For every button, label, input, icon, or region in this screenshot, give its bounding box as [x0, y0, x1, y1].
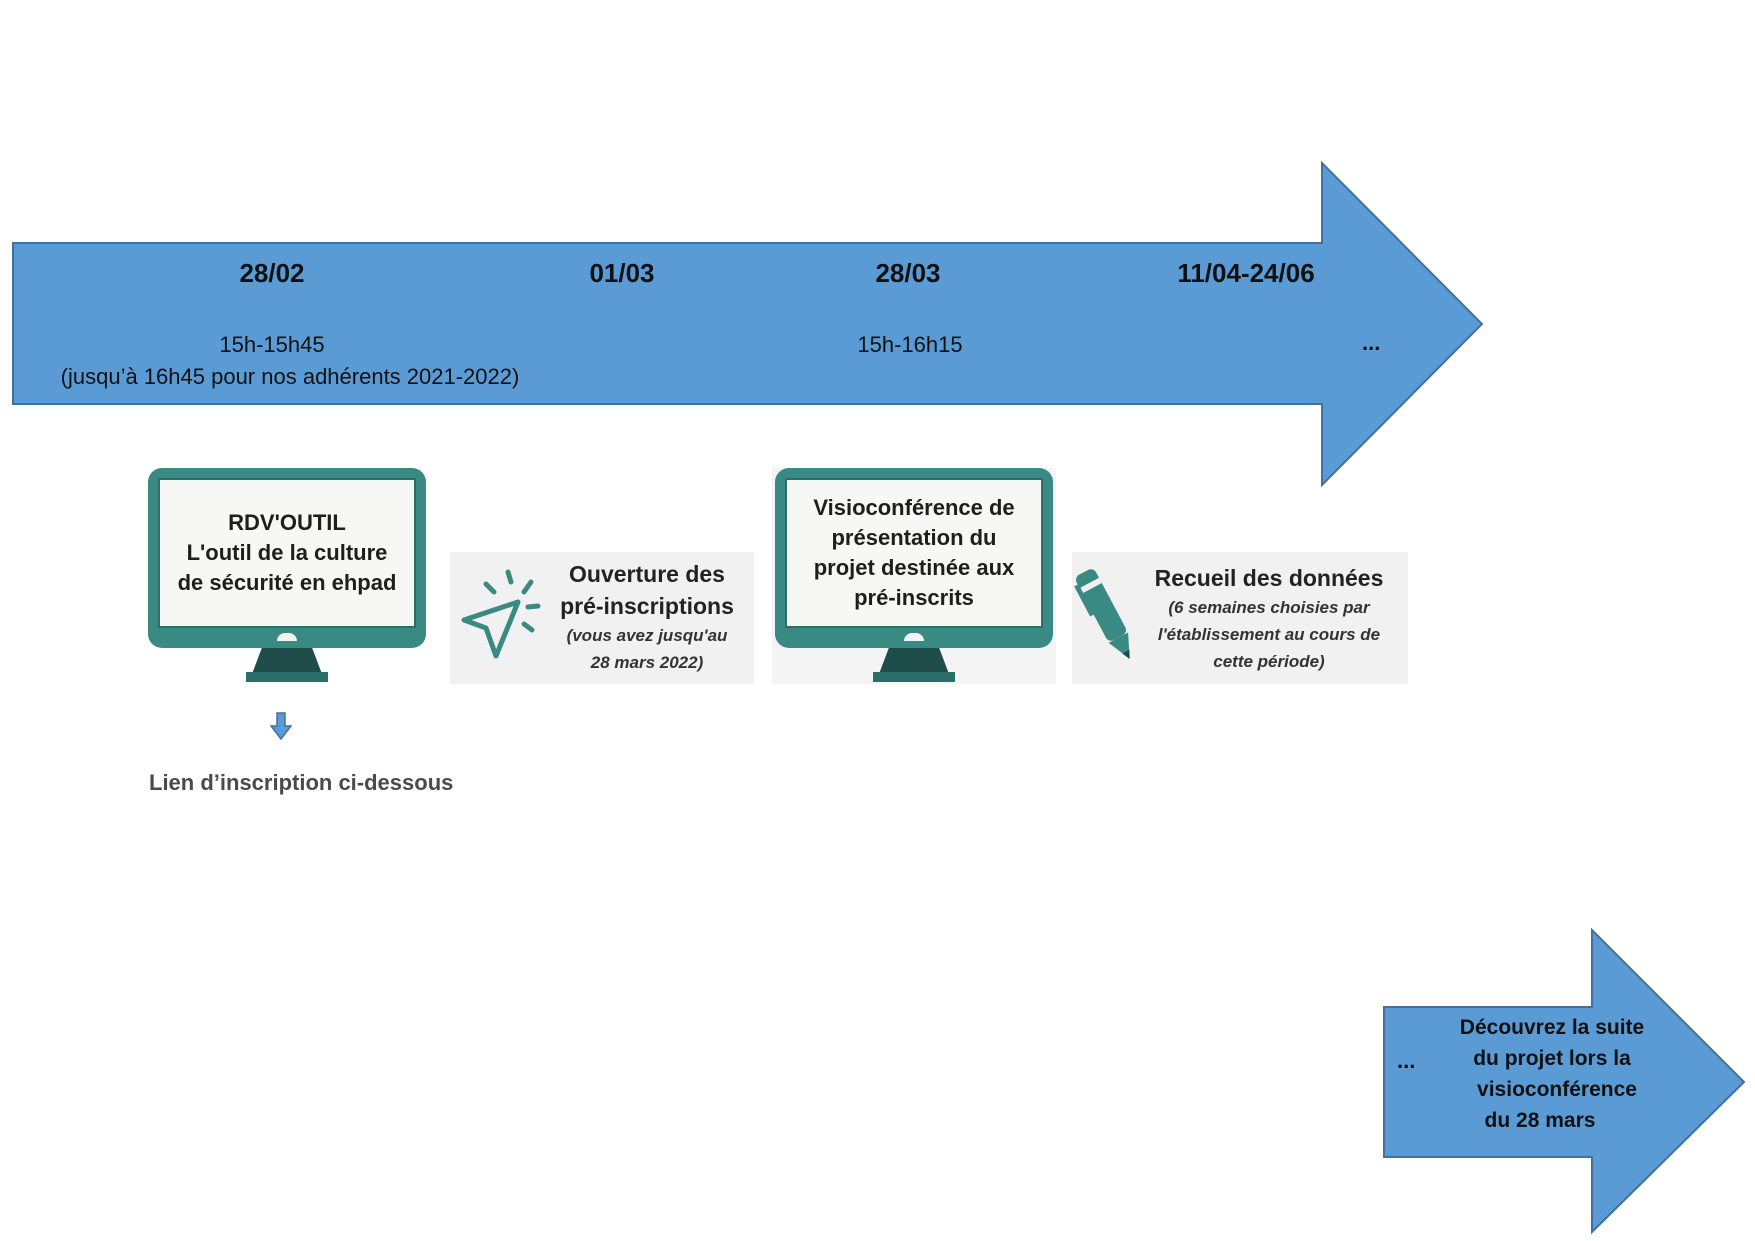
- next-step-line: du 28 mars: [1484, 1109, 1596, 1132]
- monitor-base: [246, 672, 328, 682]
- preinscriptions-note: 28 mars 2022): [590, 653, 704, 672]
- recueil-card: Recueil des données (6 semaines choisies…: [1072, 552, 1408, 684]
- next-step-line: visioconférence: [1477, 1078, 1637, 1101]
- preinscriptions-note: (vous avez jusqu'au: [566, 626, 728, 645]
- visioconference-line: Visioconférence de: [813, 495, 1015, 520]
- visioconference-line: projet destinée aux: [813, 555, 1015, 580]
- milestone-time: 15h-15h45: [219, 332, 325, 357]
- power-dot: [904, 633, 924, 641]
- monitor-stand: [879, 648, 949, 674]
- registration-link-text[interactable]: Lien d’inscription ci-dessous: [149, 770, 454, 795]
- visioconference-screen: Visioconférence de présentation du proje…: [785, 478, 1043, 628]
- recueil-title: Recueil des données: [1154, 565, 1384, 591]
- milestone-date: 11/04-24/06: [1177, 258, 1315, 288]
- preinscriptions-title: Ouverture des: [569, 561, 725, 587]
- milestone-date: 28/03: [875, 258, 941, 288]
- next-step-line: Découvrez la suite: [1459, 1016, 1645, 1039]
- rdv-outil-line: L'outil de la culture: [186, 540, 388, 565]
- monitor-stand: [252, 648, 322, 674]
- rdv-outil-card: RDV'OUTIL L'outil de la culture de sécur…: [148, 468, 426, 684]
- recueil-note: (6 semaines choisies par: [1168, 598, 1370, 617]
- milestone-date: 28/02: [239, 258, 305, 288]
- milestone-date: 01/03: [589, 258, 655, 288]
- visioconference-line: présentation du: [831, 525, 997, 550]
- timeline-ellipsis: ...: [1362, 330, 1381, 355]
- preinscriptions-card: Ouverture des pré-inscriptions (vous ave…: [450, 552, 754, 684]
- recueil-note: cette période): [1213, 652, 1325, 671]
- arrow-down-icon: [270, 712, 292, 740]
- milestone-time: 15h-16h15: [857, 332, 963, 357]
- rdv-outil-title: RDV'OUTIL: [228, 510, 346, 535]
- monitor-base: [873, 672, 955, 682]
- visioconference-card: Visioconférence de présentation du proje…: [775, 468, 1053, 684]
- rdv-outil-line: de sécurité en ehpad: [177, 570, 397, 595]
- milestone-note: (jusqu’à 16h45 pour nos adhérents 2021-2…: [60, 364, 520, 389]
- next-step-line: du projet lors la: [1473, 1047, 1631, 1070]
- cursor-click-icon: [461, 569, 541, 659]
- power-dot: [277, 633, 297, 641]
- preinscriptions-title: pré-inscriptions: [560, 593, 734, 619]
- next-step-ellipsis: ...: [1397, 1048, 1416, 1073]
- pen-icon: [1074, 569, 1130, 659]
- rdv-outil-screen: RDV'OUTIL L'outil de la culture de sécur…: [158, 478, 416, 628]
- visioconference-line: pré-inscrits: [854, 585, 974, 610]
- recueil-note: l'établissement au cours de: [1157, 625, 1381, 644]
- next-step-text: Découvrez la suite du projet lors la vis…: [1432, 1012, 1672, 1136]
